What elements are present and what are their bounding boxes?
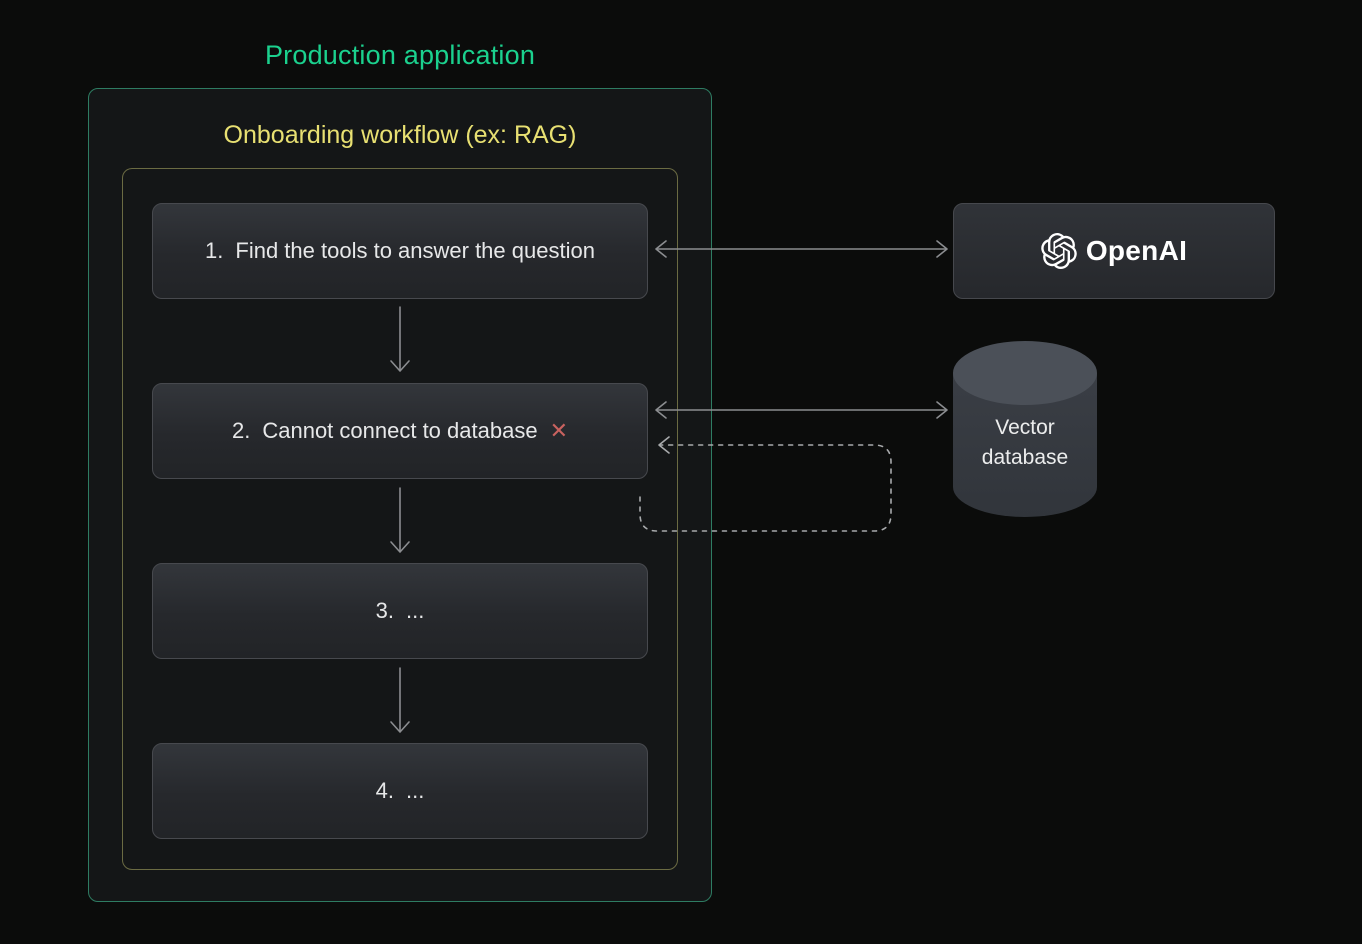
vector-database-node: Vector database: [953, 341, 1097, 517]
step-node-4: 4. ...: [152, 743, 648, 839]
production-application-title: Production application: [264, 40, 536, 70]
step-label: Find the tools to answer the question: [235, 238, 595, 263]
step-number: 2.: [231, 418, 251, 443]
step-number: 3.: [375, 598, 394, 623]
error-x-icon: ✕: [549, 418, 568, 443]
onboarding-workflow-title: Onboarding workflow (ex: RAG): [223, 121, 577, 149]
vector-database-label: Vector database: [981, 416, 1069, 470]
database-cylinder-top: [953, 341, 1097, 405]
step-node-1: 1. Find the tools to answer the question: [152, 203, 648, 299]
step-node-3: 3. ...: [152, 563, 648, 659]
step-label: ...: [406, 598, 425, 623]
openai-logo-icon: [1041, 233, 1077, 269]
step-label: Cannot connect to database: [262, 418, 538, 443]
step-number: 1.: [205, 238, 224, 263]
step-label: ...: [406, 778, 425, 803]
step-number: 4.: [375, 778, 394, 803]
step-node-2: 2. Cannot connect to database ✕: [152, 383, 648, 479]
openai-label: OpenAI: [1085, 235, 1188, 266]
openai-node: OpenAI: [953, 203, 1275, 299]
